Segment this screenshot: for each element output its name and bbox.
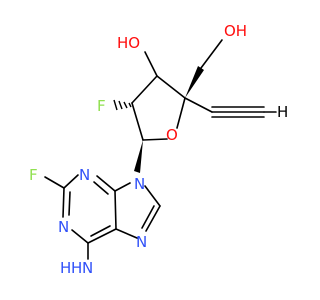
n3-label: N (79, 166, 90, 184)
bond-n7-c5 (115, 228, 138, 239)
oh-top-label: OH (224, 22, 247, 40)
bond-ch2-oh (200, 39, 223, 69)
alkyne-h-label: H (277, 103, 288, 121)
bond-c4-n3-b (93, 181, 109, 195)
molecule-canvas: HO OH F O N N N N F H N H H (29, 22, 288, 277)
atom-labels: HO OH F O N N N N F H N H H (29, 22, 288, 277)
bond-c4-alkyne (184, 97, 213, 113)
bond-c8-n7-a (145, 205, 161, 232)
bond-c4-ch2-wedge (185, 66, 204, 98)
amine-n-label: N (82, 259, 93, 277)
bond-c4-o-ring (176, 97, 186, 129)
structure-diagram: HO OH F O N N N N F H N H H (29, 22, 288, 277)
bond-o-ring-c1 (142, 138, 168, 141)
bond-n9-c8 (144, 185, 161, 207)
bond-c1-c2 (131, 102, 144, 141)
bond-c6-c5-a (87, 228, 117, 244)
n1-label: N (58, 218, 69, 236)
bond-c2-f-hashed (113, 99, 132, 111)
fluorine-sugar-label: F (97, 97, 106, 115)
bond-n3-c2 (63, 174, 79, 189)
bond-c3-c4 (156, 75, 186, 99)
bond-c3-oh (144, 51, 158, 77)
bond-c4-n3-a (96, 175, 116, 192)
bond-c1-n9-wedge (134, 140, 143, 173)
n9-label: N (134, 175, 145, 193)
bond-alkyne-triple (211, 106, 265, 118)
bond-c2-f (44, 176, 65, 189)
n7-label: N (136, 233, 147, 251)
bond-c6-c5-b (90, 225, 111, 237)
amine-h-label: H (60, 259, 71, 277)
bond-c2-n1-b (68, 191, 71, 216)
bond-n1-c6 (71, 229, 89, 244)
amine-h2-label: H (71, 259, 82, 277)
fluorine-purine-label: F (29, 166, 38, 184)
bond-c2-n1-a (62, 187, 65, 218)
oh-ring-label: HO (117, 34, 140, 52)
bond-c5-c4 (114, 190, 117, 230)
bond-c8-n7-b (141, 205, 155, 229)
ring-oxygen-label: O (166, 126, 178, 144)
bond-c3-c2 (131, 75, 158, 104)
bond-c4-n9 (114, 182, 131, 192)
